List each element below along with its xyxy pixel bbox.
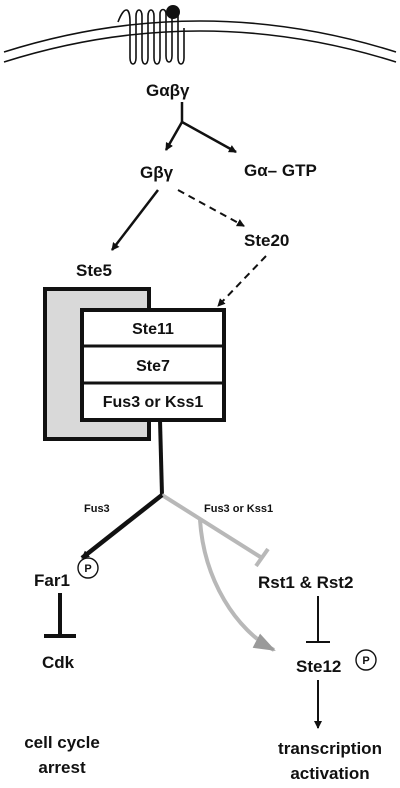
gbg-to-ste5-arrow [111,189,159,251]
gray-branch [160,493,276,652]
kinase-cascade [80,308,226,422]
cell-membrane [3,20,397,63]
label-fus3-branch: Fus3 [84,503,110,515]
label-g-abg: Gαβγ [146,81,190,100]
label-transcription: transcription [278,739,382,758]
ste20-to-ste11-arrow [217,255,267,307]
label-arrest: arrest [38,758,86,777]
label-g-bg: Gβγ [140,163,174,182]
mapk-output-line [158,419,164,496]
ste12-phospho-circle [355,649,377,671]
label-cell-cycle: cell cycle [24,733,100,752]
label-ste5: Ste5 [76,261,112,280]
label-ste20: Ste20 [244,231,289,250]
label-cdk: Cdk [42,653,75,672]
gbg-to-ste20-arrow [177,189,245,227]
rst-inhibits-ste12 [306,596,330,643]
far1-phospho-circle [77,557,99,579]
label-g-a-gtp: Gα– GTP [244,161,317,180]
label-rst1-rst2: Rst1 & Rst2 [258,573,353,592]
label-ste12: Ste12 [296,657,341,676]
fus3-to-far1-arrow [80,493,164,560]
receptor-icon [117,5,185,65]
ste12-phospho-label: P [362,655,369,667]
far1-phospho-label: P [84,563,91,575]
label-ste11: Ste11 [132,321,174,338]
label-activation: activation [290,764,369,783]
g-protein-split [164,102,237,154]
far1-inhibits-cdk [44,593,76,638]
label-far1: Far1 [34,571,70,590]
label-fus3-or-kss1-box: Fus3 or Kss1 [103,394,204,411]
label-fus3-or-kss1-branch: Fus3 or Kss1 [204,503,273,515]
label-ste7: Ste7 [136,358,170,375]
